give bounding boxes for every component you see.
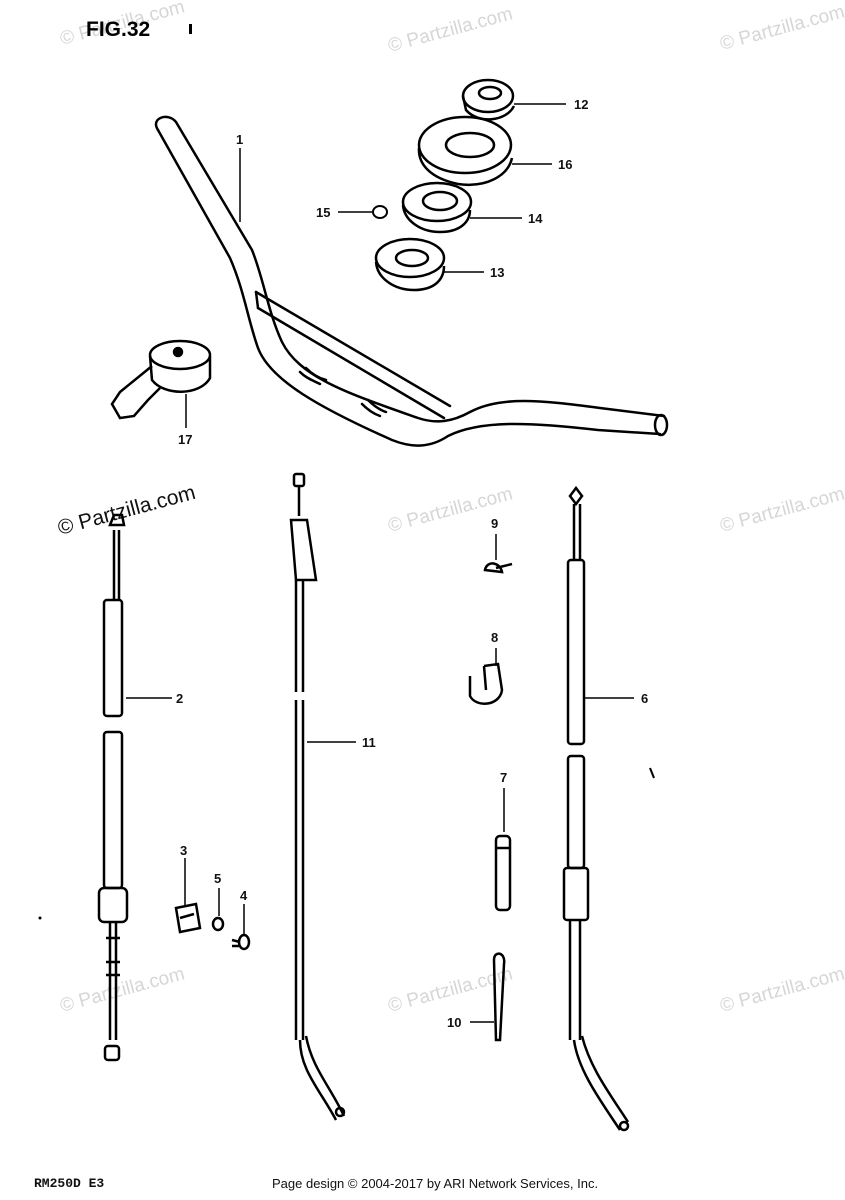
callout-2: 2 <box>176 691 183 706</box>
callout-14: 14 <box>528 211 543 226</box>
part-12-nut <box>461 78 516 121</box>
part-9-screw <box>483 562 513 574</box>
part-7-cable-boot <box>494 834 512 912</box>
footer-credit: Page design © 2004-2017 by ARI Network S… <box>272 1176 599 1191</box>
scan-mark <box>649 767 655 779</box>
callout-13: 13 <box>490 265 504 280</box>
callout-12: 12 <box>574 97 588 112</box>
watermark-dark: © Partzilla.com <box>55 481 198 540</box>
callout-4: 4 <box>240 888 248 903</box>
watermark: © Partzilla.com <box>718 1 845 54</box>
part-4-screw <box>231 933 251 951</box>
callout-labels: 1 2 3 4 5 6 7 8 9 10 11 12 13 14 15 16 1… <box>176 97 648 1030</box>
watermark: © Partzilla.com <box>718 483 845 536</box>
handlebar <box>154 115 669 447</box>
part-3-cable-guide <box>174 902 202 934</box>
part-2-left-cable <box>97 513 129 1062</box>
part-15-nut <box>372 205 388 219</box>
leader-lines <box>126 103 634 1023</box>
model-code: RM250D E3 <box>34 1176 105 1191</box>
figure-title: FIG.32 <box>86 18 150 41</box>
callout-7: 7 <box>500 770 507 785</box>
callout-9: 9 <box>491 516 498 531</box>
part-13-seal <box>374 237 446 292</box>
callout-1: 1 <box>236 132 243 147</box>
part-16-cushion <box>417 115 514 187</box>
watermark: © Partzilla.com <box>386 3 515 56</box>
callout-16: 16 <box>558 157 572 172</box>
watermark: © Partzilla.com <box>58 963 187 1016</box>
part-6-right-cable <box>562 485 630 1132</box>
callout-6: 6 <box>641 691 648 706</box>
watermark: © Partzilla.com <box>718 963 845 1016</box>
part-10-cable-tie <box>492 952 506 1042</box>
title-mark <box>189 24 192 34</box>
part-5-washer <box>211 916 225 932</box>
callout-10: 10 <box>447 1015 461 1030</box>
callout-15: 15 <box>316 205 330 220</box>
part-11-center-cable <box>289 472 346 1121</box>
part-14-washer <box>401 181 473 234</box>
part-17-throttle-grip <box>110 339 212 420</box>
callout-11: 11 <box>362 735 376 750</box>
scan-mark <box>38 916 42 920</box>
callout-3: 3 <box>180 843 187 858</box>
callout-8: 8 <box>491 630 498 645</box>
part-8-clamp <box>468 662 504 705</box>
callout-17: 17 <box>178 432 192 447</box>
callout-5: 5 <box>214 871 221 886</box>
